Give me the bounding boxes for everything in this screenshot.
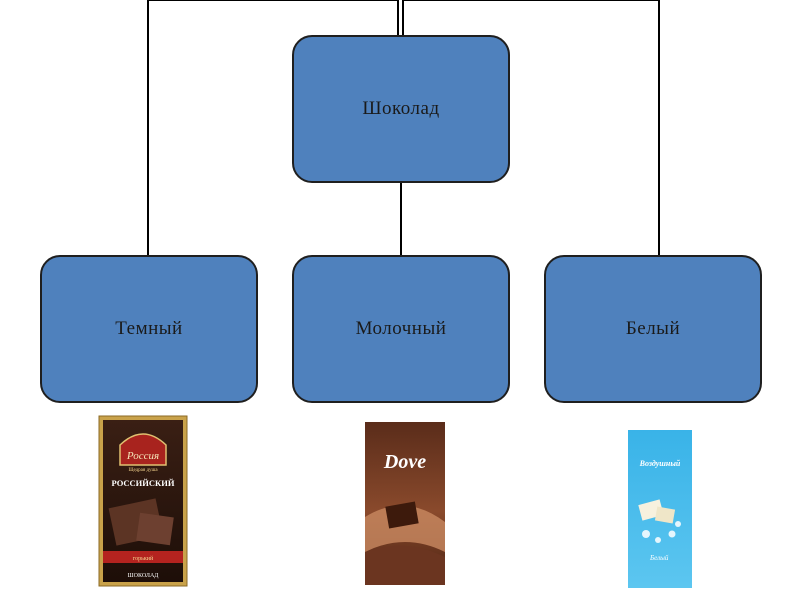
child-node-label: Белый	[625, 318, 681, 339]
child-node-label: Молочный	[355, 318, 447, 339]
milk-bar-brand: Dove	[383, 451, 426, 473]
child-node-white: Белый	[544, 255, 762, 403]
dark-bar-subtitle: Щедрая душа	[128, 468, 158, 473]
white-bar-brand: Воздушный	[639, 459, 681, 468]
dark-bar-name: РОССИЙСКИЙ	[112, 478, 175, 488]
child-node-milk: Молочный	[292, 255, 510, 403]
milk-chocolate-bar-image: Dove	[365, 422, 445, 585]
dark-bar-band: горький	[133, 555, 154, 562]
child-node-dark: Темный	[40, 255, 258, 403]
dark-bar-brand: Россия	[126, 450, 159, 462]
white-chocolate-bar-image: Воздушный Белый	[628, 430, 692, 588]
dark-bar-footer: ШОКОЛАД	[128, 573, 159, 579]
root-node-box: Шоколад	[292, 35, 510, 183]
dark-chocolate-bar-image: Россия Щедрая душа РОССИЙСКИЙ горький ШО…	[98, 415, 188, 587]
white-bar-flavor: Белый	[649, 554, 669, 562]
child-node-label: Темный	[115, 318, 183, 339]
root-node-label: Шоколад	[362, 98, 440, 119]
